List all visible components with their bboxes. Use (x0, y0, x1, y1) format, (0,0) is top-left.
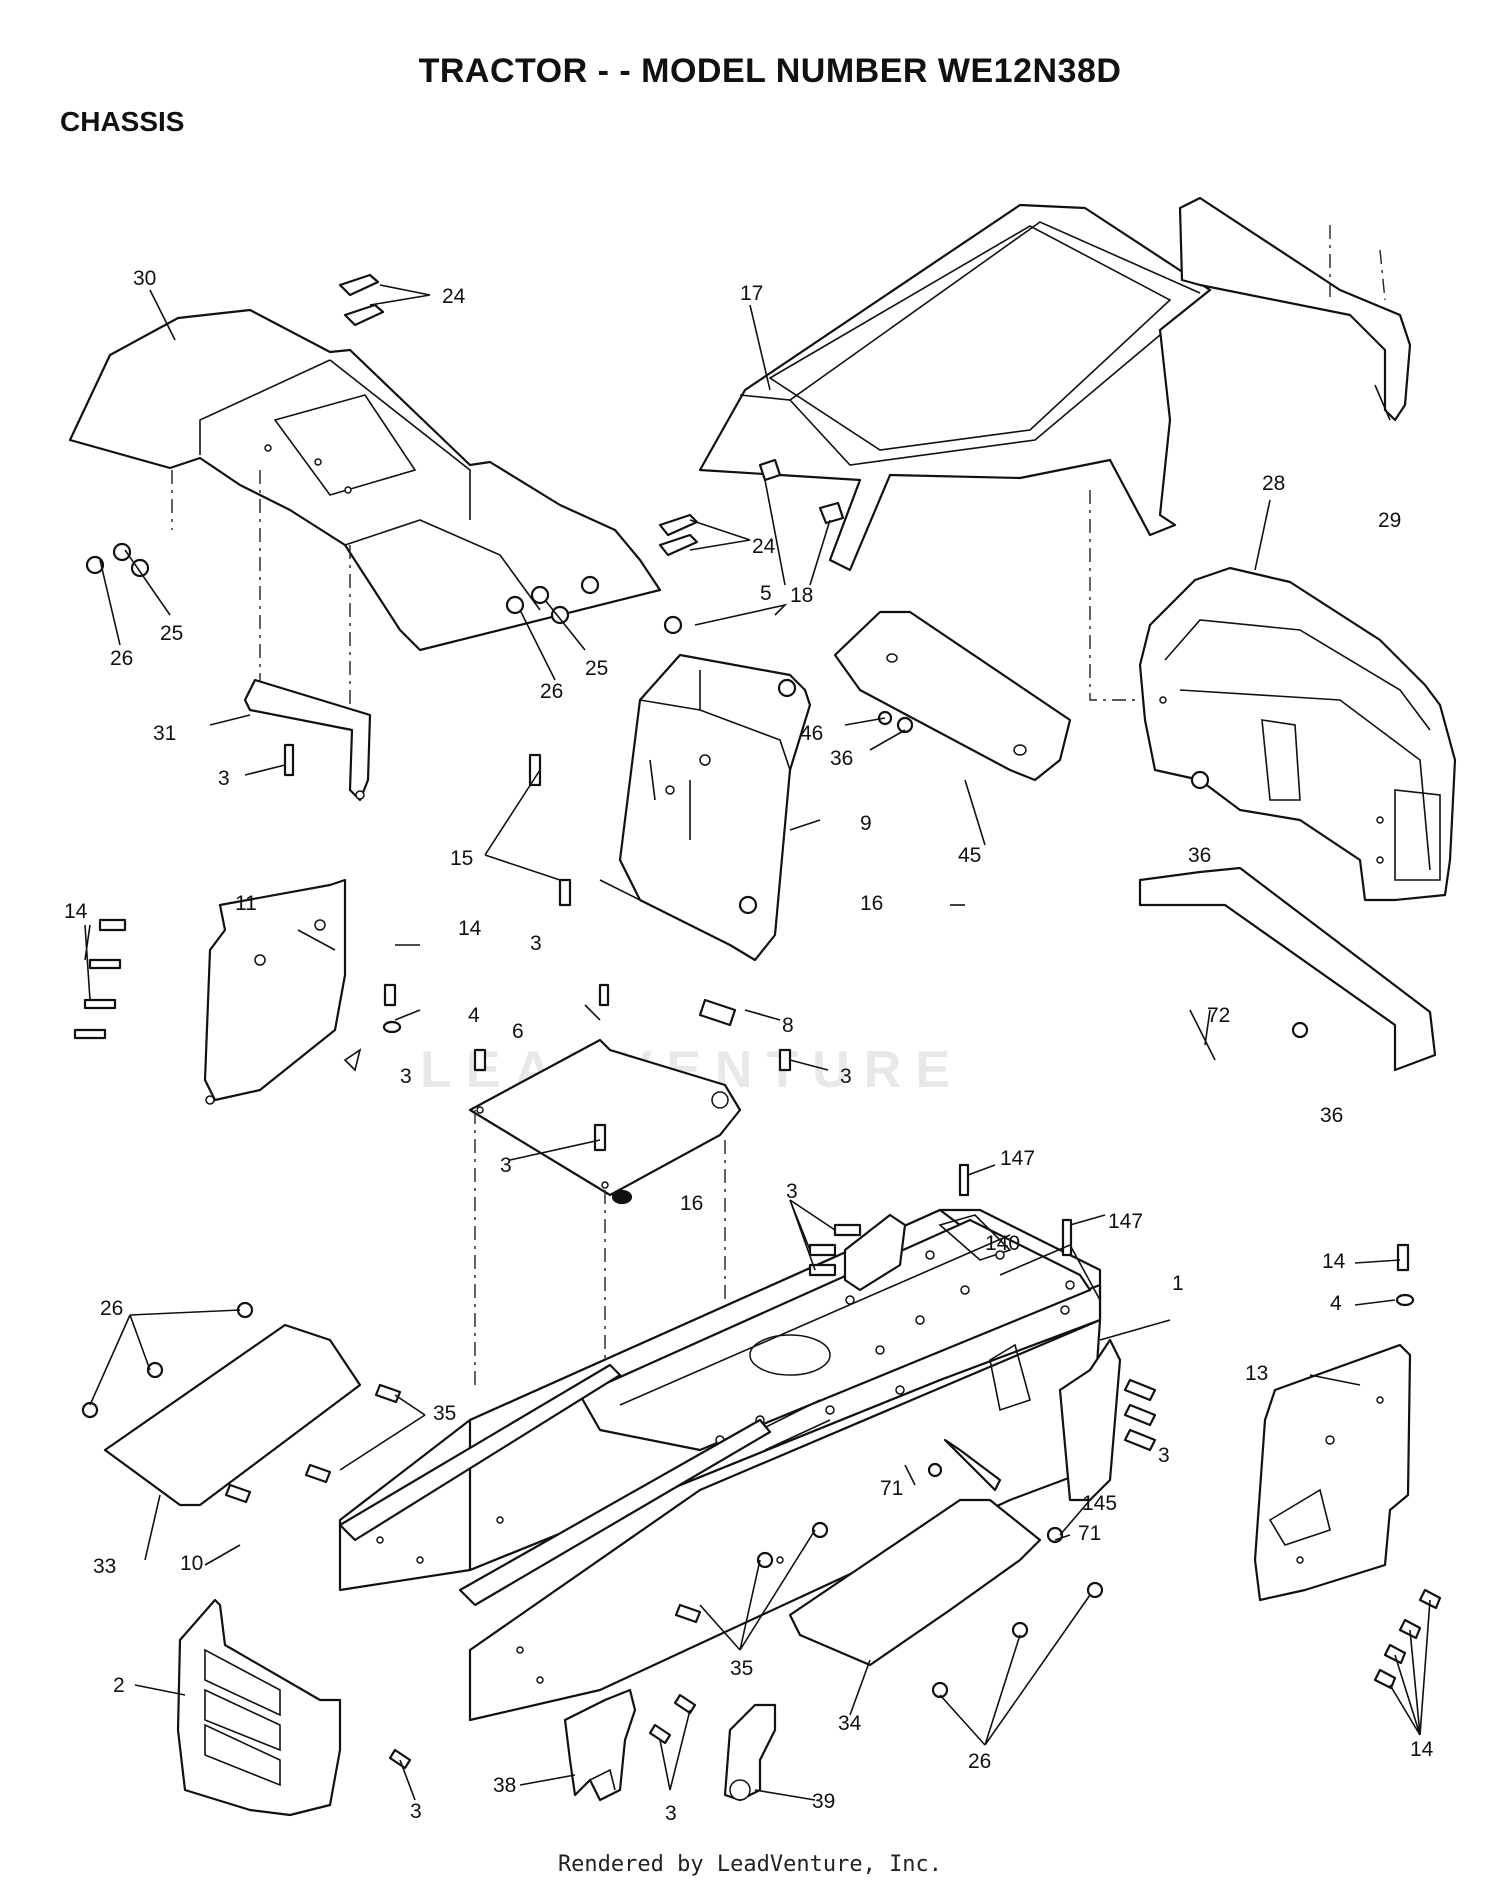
page-title: TRACTOR - - MODEL NUMBER WE12N38D (418, 52, 1122, 90)
callout-71: 71 (880, 1477, 903, 1500)
part-rear-bracket (1058, 1338, 1122, 1502)
callout-16: 16 (860, 892, 883, 915)
callout-3-h: 3 (665, 1802, 677, 1825)
callout-14-c: 14 (1322, 1250, 1346, 1273)
callout-2: 2 (113, 1674, 125, 1697)
callout-36-b: 36 (1188, 844, 1211, 867)
callout-38: 38 (493, 1774, 516, 1797)
callout-26-c: 26 (100, 1297, 123, 1320)
callout-3-c: 3 (400, 1065, 412, 1088)
part-72-bracket (1138, 866, 1437, 1072)
callout-labels: 30 24 17 29 28 24 18 25 26 25 26 5 31 3 … (64, 267, 1434, 1825)
callout-72: 72 (1207, 1004, 1230, 1027)
part-1-main-frame (338, 1208, 1102, 1722)
callout-1: 1 (1172, 1272, 1184, 1295)
part-2-front-bracket (176, 1598, 342, 1817)
callout-5: 5 (760, 582, 772, 605)
part-30-fender (68, 308, 662, 720)
callout-31: 31 (153, 722, 176, 745)
callout-25-b: 25 (585, 657, 608, 680)
callout-11: 11 (235, 892, 257, 915)
callout-36-c: 36 (1320, 1104, 1343, 1127)
callout-30: 30 (133, 267, 156, 290)
callout-35-b: 35 (730, 1657, 753, 1680)
callout-28: 28 (1262, 472, 1285, 495)
callout-4-b: 4 (1330, 1292, 1342, 1315)
callout-3-i: 3 (410, 1800, 422, 1823)
section-title: CHASSIS (60, 106, 185, 137)
callout-33: 33 (93, 1555, 116, 1578)
callout-26-d: 26 (968, 1750, 991, 1773)
callout-26: 26 (110, 647, 133, 670)
callout-17: 17 (740, 282, 763, 305)
callout-24: 24 (442, 285, 466, 308)
callout-45: 45 (958, 844, 981, 867)
callout-145: 145 (1082, 1492, 1117, 1515)
callout-14-d: 14 (1410, 1738, 1434, 1761)
part-13-side-panel (1253, 1343, 1412, 1602)
part-9-dash-panel (599, 653, 812, 962)
callout-4: 4 (468, 1004, 480, 1027)
callout-26-b: 26 (540, 680, 563, 703)
part-6-cover-plate (468, 1038, 742, 1385)
callout-29: 29 (1378, 509, 1401, 532)
callout-39: 39 (812, 1790, 835, 1813)
callout-46: 46 (800, 722, 823, 745)
part-11-side-panel (203, 878, 362, 1105)
part-33-shield (103, 1323, 362, 1507)
leader-lines (84, 284, 1431, 1801)
callout-14-b: 14 (458, 917, 482, 940)
callout-9: 9 (860, 812, 872, 835)
part-34-shield (788, 1498, 1042, 1667)
part-28-console-shroud (1138, 566, 1457, 902)
callout-8: 8 (782, 1014, 794, 1037)
callout-147: 147 (1000, 1147, 1035, 1170)
callout-3-f: 3 (786, 1180, 798, 1203)
callout-10: 10 (180, 1552, 203, 1575)
callout-71-b: 71 (1078, 1522, 1101, 1545)
callout-13: 13 (1245, 1362, 1268, 1385)
callout-16-b: 16 (680, 1192, 703, 1215)
callout-14: 14 (64, 900, 88, 923)
callout-147-b: 147 (1108, 1210, 1143, 1233)
part-45-bracket (833, 610, 1072, 782)
part-17-seat-pan (698, 203, 1212, 701)
callout-34: 34 (838, 1712, 862, 1735)
callout-24-b: 24 (752, 535, 776, 558)
callout-140: 140 (985, 1232, 1020, 1255)
footer-credit: Rendered by LeadVenture, Inc. (557, 1852, 943, 1877)
callout-3-e: 3 (500, 1154, 512, 1177)
callout-3-b: 3 (530, 932, 542, 955)
part-38-bracket (563, 1688, 637, 1802)
callout-25: 25 (160, 622, 183, 645)
callout-15: 15 (450, 847, 473, 870)
callout-18: 18 (790, 584, 813, 607)
part-39-bracket (723, 1703, 777, 1802)
part-18-bumpers (758, 458, 845, 525)
callout-6: 6 (512, 1020, 524, 1043)
part-140-bracket (843, 1213, 907, 1292)
part-29-seat-back (1178, 196, 1412, 422)
callout-35: 35 (433, 1402, 456, 1425)
callout-3-d: 3 (840, 1065, 852, 1088)
hardware (73, 273, 1442, 1770)
callout-36: 36 (830, 747, 853, 770)
callout-3-g: 3 (1158, 1444, 1170, 1467)
callout-3: 3 (218, 767, 230, 790)
part-31-bracket (243, 678, 372, 802)
